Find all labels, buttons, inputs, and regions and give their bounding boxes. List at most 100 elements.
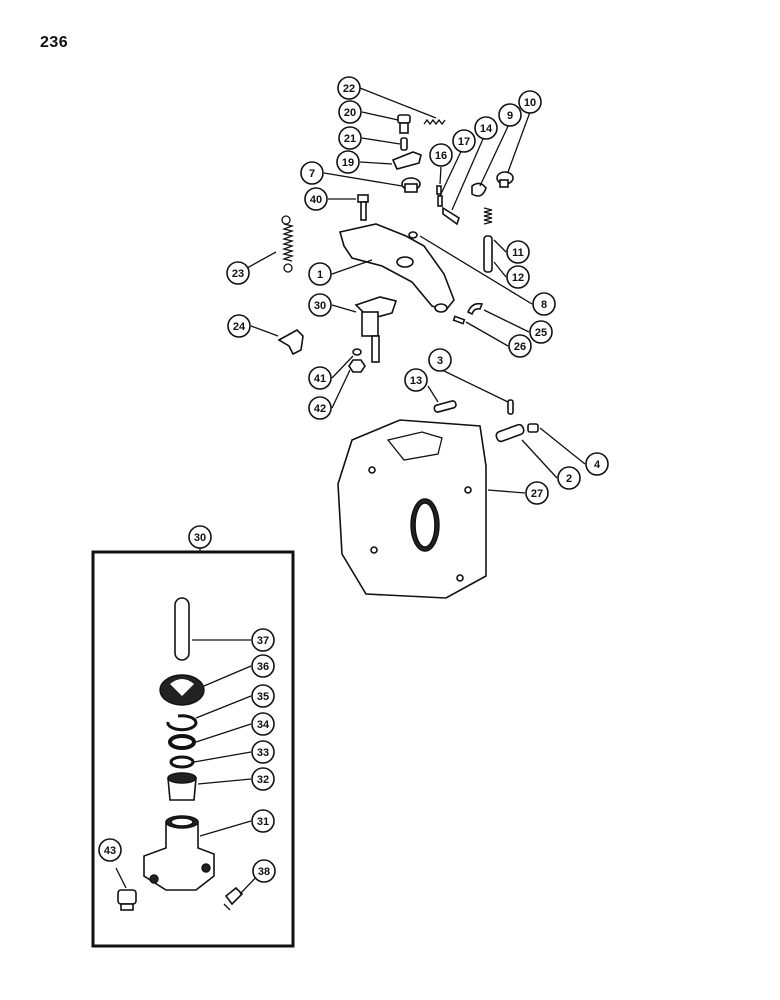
callout-21-circle: [338, 126, 362, 150]
inset-callout: 30: [188, 525, 212, 549]
callout-7-circle: [300, 161, 324, 185]
part-35-snap-ring: [166, 714, 198, 732]
part-38-fitting: [223, 886, 244, 911]
callout-32-circle: [251, 767, 275, 791]
callout-34-label: 34: [257, 719, 270, 731]
callout-26: 26: [508, 334, 532, 358]
part-9-cam: [471, 182, 487, 197]
callout-30-circle: [308, 293, 332, 317]
callout-41: 41: [308, 366, 332, 390]
part-12-rod: [483, 235, 493, 273]
part-4-fitting: [527, 423, 539, 433]
callout-13: 13: [404, 368, 428, 392]
callout-25-circle: [529, 320, 553, 344]
part-2-shaft: [495, 423, 525, 443]
callout-35-label: 35: [257, 691, 269, 703]
callout-33-circle: [251, 740, 275, 764]
part-30-valve: [354, 296, 398, 363]
part-3-roll-pin: [507, 399, 514, 415]
part-21-pin: [400, 137, 408, 151]
callout-24: 24: [227, 314, 251, 338]
part-19-latch: [391, 151, 422, 170]
callout-42-label: 42: [314, 403, 326, 415]
callout-10: 10: [518, 90, 542, 114]
part-31-body: [143, 815, 215, 891]
part-11-spring: [483, 207, 493, 225]
callout-27-circle: [525, 481, 549, 505]
callout-2-circle: [557, 466, 581, 490]
callout-4-label: 4: [594, 459, 601, 471]
callout-37-circle: [251, 628, 275, 652]
callout-16: 16: [429, 143, 453, 167]
callout-1: 1: [308, 262, 332, 286]
part-40-bolt: [357, 194, 369, 221]
callout-37-label: 37: [257, 635, 269, 647]
callout-1-label: 1: [317, 269, 323, 281]
callout-36-circle: [251, 654, 275, 678]
callout-31-label: 31: [257, 816, 269, 828]
leader-lines-inset: [115, 639, 263, 895]
part-24-clip-bracket: [277, 329, 304, 356]
callout-7: 7: [300, 161, 324, 185]
part-36-diaphragm: [159, 674, 205, 706]
part-13-pin: [433, 400, 457, 413]
callout-26-label: 26: [514, 341, 526, 353]
callout-1-circle: [308, 262, 332, 286]
callout-27-label: 27: [531, 488, 543, 500]
callout-43: 43: [98, 838, 122, 862]
callout-23: 23: [226, 261, 250, 285]
callout-20-circle: [338, 100, 362, 124]
callout-38-circle: [252, 859, 276, 883]
part-7-knob: [401, 177, 421, 193]
callout-38: 38: [252, 859, 276, 883]
callout-42-circle: [308, 396, 332, 420]
callout-14-label: 14: [480, 123, 493, 135]
callout-24-label: 24: [233, 321, 246, 333]
part-23-spring: [281, 215, 295, 273]
callout-3-circle: [428, 348, 452, 372]
callout-22-circle: [337, 76, 361, 100]
part-17-washer: [437, 195, 443, 207]
callout-12-label: 12: [512, 272, 524, 284]
callout-40-label: 40: [310, 194, 322, 206]
part-27-housing: [337, 419, 487, 599]
callout-4-circle: [585, 452, 609, 476]
callout-11: 11: [506, 240, 530, 264]
callout-19: 19: [336, 150, 360, 174]
part-22-spring: [423, 118, 446, 126]
callout-21-label: 21: [344, 133, 356, 145]
callout-19-label: 19: [342, 157, 354, 169]
callout-40-circle: [304, 187, 328, 211]
callout-4: 4: [585, 452, 609, 476]
callout-32-label: 32: [257, 774, 269, 786]
part-42-nut: [348, 359, 366, 373]
inset-callout-circle: [188, 525, 212, 549]
callout-17-circle: [452, 129, 476, 153]
callout-3-label: 3: [437, 355, 443, 367]
callout-20: 20: [338, 100, 362, 124]
callout-23-label: 23: [232, 268, 244, 280]
callout-38-label: 38: [258, 866, 270, 878]
part-26-pin: [452, 315, 466, 325]
callout-2: 2: [557, 466, 581, 490]
callout-9: 9: [498, 103, 522, 127]
callout-7-label: 7: [309, 168, 315, 180]
callout-17: 17: [452, 129, 476, 153]
callout-34-circle: [251, 712, 275, 736]
callout-17-label: 17: [458, 136, 470, 148]
callout-12-circle: [506, 265, 530, 289]
callout-31: 31: [251, 809, 275, 833]
callout-40: 40: [304, 187, 328, 211]
callout-16-circle: [429, 143, 453, 167]
callout-13-label: 13: [410, 375, 422, 387]
page-number: 236: [40, 34, 69, 51]
callout-21: 21: [338, 126, 362, 150]
part-32-bushing: [167, 772, 197, 801]
callout-12: 12: [506, 265, 530, 289]
callout-23-circle: [226, 261, 250, 285]
callout-9-label: 9: [507, 110, 513, 122]
callout-41-circle: [308, 366, 332, 390]
callout-16-label: 16: [435, 150, 447, 162]
